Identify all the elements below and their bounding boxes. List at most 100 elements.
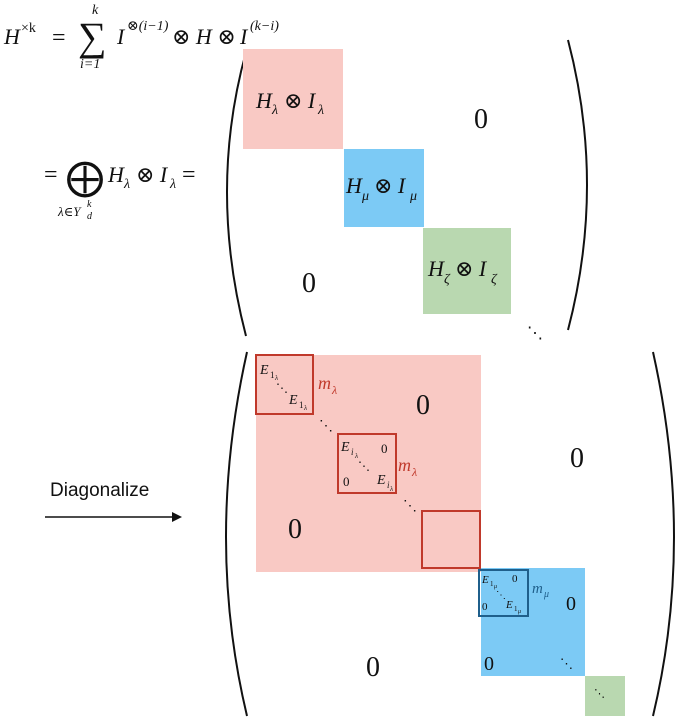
direct-sum-term-sub1: λ — [123, 177, 130, 192]
block-lambda-sub2: λ — [317, 103, 324, 118]
boxmu-E-bottom-subsub: μ — [518, 609, 521, 615]
boxmu-E-top-sub: 1 — [490, 580, 494, 588]
equals-sign-3: = — [182, 162, 196, 188]
direct-sum-symbol: ⨁ — [66, 157, 104, 199]
box1-E-bottom: E — [288, 393, 298, 408]
zero-far-right: 0 — [570, 443, 584, 474]
box2-zero-top-right: 0 — [381, 441, 388, 456]
diagonalize-arrow-group: Diagonalize — [45, 480, 182, 522]
top-zero-lower-left: 0 — [302, 268, 316, 299]
direct-sum-term-middle: ⊗ I — [136, 162, 169, 187]
boxmu-zero-top-right: 0 — [512, 573, 518, 585]
equation-block: H ×k = ∑ k i=1 I ⊗(i−1) ⊗ H ⊗ I (k−i) = … — [3, 3, 279, 222]
m-lambda-2-m: m — [398, 455, 411, 475]
direct-sum-term-sub2: λ — [169, 177, 176, 192]
block-mu-H: H — [345, 173, 363, 198]
equals-sign-1: = — [52, 25, 66, 51]
boxmu-E-bottom-sub: 1 — [514, 605, 518, 613]
block-mu — [344, 149, 424, 227]
blue-dots: ⋱ — [560, 656, 573, 671]
block-lambda-sub1: λ — [271, 103, 278, 118]
pink-region — [256, 355, 481, 572]
m-mu-m: m — [532, 581, 543, 597]
green-region — [585, 676, 625, 716]
lhs-H: H — [3, 24, 21, 49]
box2-zero-bottom-left: 0 — [343, 474, 350, 489]
lhs-superscript: ×k — [21, 21, 36, 36]
box2-E-bottom-sub: i — [387, 480, 390, 490]
sum-upper-limit: k — [92, 3, 99, 18]
block-zeta-label: H ζ ⊗ I ζ — [427, 256, 498, 287]
box2-E-bottom: E — [376, 473, 386, 488]
bottom-zero-lower-left: 0 — [366, 652, 380, 683]
block-zeta — [423, 228, 511, 314]
m-lambda-label-1: m λ — [318, 373, 337, 397]
block-lambda-label: H λ ⊗ I λ — [255, 88, 324, 118]
bottom-right-paren — [652, 351, 675, 717]
boxmu-E-top-subsub: μ — [494, 584, 497, 590]
eigen-block-1 — [255, 354, 314, 415]
blue-region — [481, 568, 585, 676]
arrow-head — [172, 512, 182, 522]
sum-lower-limit: i=1 — [80, 57, 100, 72]
block-zeta-mid: ⊗ I — [455, 256, 488, 281]
boxmu-E-bottom: E — [505, 599, 513, 611]
direct-sum-lower-sup: k — [87, 199, 92, 210]
block-lambda-H: H — [255, 88, 273, 113]
m-lambda-2-sub: λ — [411, 465, 417, 479]
box1-E-top: E — [259, 363, 269, 378]
m-lambda-1-sub: λ — [331, 383, 337, 397]
sum-term-I1: I — [116, 24, 126, 49]
m-mu-sub: μ — [543, 589, 549, 600]
m-lambda-label-2: m λ — [398, 455, 417, 479]
block-mu-sub2: μ — [409, 189, 417, 204]
box1-E-top-sub: 1 — [270, 370, 275, 380]
top-right-paren — [567, 39, 588, 331]
green-dots: ⋱ — [594, 688, 605, 700]
box1-E-bottom-sub: 1 — [299, 400, 304, 410]
box2-dots: ⋱ — [358, 459, 370, 473]
blue-zero-lower-left: 0 — [484, 653, 494, 675]
m-lambda-1-m: m — [318, 373, 331, 393]
top-left-paren — [226, 51, 247, 337]
block-mu-sub1: μ — [361, 189, 369, 204]
block-zeta-sub1: ζ — [444, 272, 451, 287]
dots-box1-box2: ⋱ — [319, 419, 333, 434]
box2-E-top: E — [340, 440, 350, 455]
sum-term-I2: I — [239, 24, 249, 49]
boxmu-zero-bottom-left: 0 — [482, 601, 488, 613]
direct-sum-lower-limit: λ∈Y — [57, 204, 82, 219]
box2-E-top-subsub: λ — [354, 452, 358, 460]
top-dots: ⋱ — [527, 325, 543, 342]
box1-E-top-subsub: λ — [274, 374, 278, 382]
boxmu-dots: ⋱ — [496, 590, 506, 601]
block-zeta-H: H — [427, 256, 445, 281]
sum-term-I1-superscript: ⊗(i−1) — [127, 19, 169, 34]
blue-zero-right: 0 — [566, 593, 576, 615]
block-zeta-sub2: ζ — [491, 272, 498, 287]
pink-zero-lower-left: 0 — [288, 514, 302, 545]
bottom-left-paren — [225, 351, 248, 717]
diagonalize-label: Diagonalize — [50, 480, 149, 501]
box1-E-bottom-subsub: λ — [303, 404, 307, 412]
box2-E-top-sub: i — [351, 447, 354, 457]
eigen-block-2 — [337, 433, 397, 494]
block-lambda — [243, 49, 343, 149]
m-mu-label: m μ — [532, 581, 549, 600]
pink-zero-upper-right: 0 — [416, 390, 430, 421]
dots-box2-box3: ⋱ — [403, 499, 417, 514]
direct-sum-term-H: H — [107, 162, 125, 187]
sum-term-I2-superscript: (k−i) — [250, 19, 279, 34]
top-matrix: H λ ⊗ I λ H μ ⊗ I μ H ζ ⊗ I ζ 0 0 ⋱ — [226, 39, 588, 342]
summation-symbol: ∑ — [78, 14, 107, 59]
eigen-block-mu — [478, 569, 529, 617]
direct-sum-lower-sub: d — [87, 211, 93, 222]
box2-E-bottom-subsub: λ — [389, 485, 393, 493]
block-mu-mid: ⊗ I — [374, 173, 407, 198]
top-zero-upper-right: 0 — [474, 104, 488, 135]
bottom-matrix: E 1 λ ⋱ E 1 λ m λ ⋱ E i λ 0 ⋱ 0 E i λ m … — [225, 351, 675, 717]
equals-sign-2: = — [44, 162, 58, 188]
block-lambda-mid: ⊗ I — [284, 88, 317, 113]
box1-dots: ⋱ — [276, 381, 288, 395]
